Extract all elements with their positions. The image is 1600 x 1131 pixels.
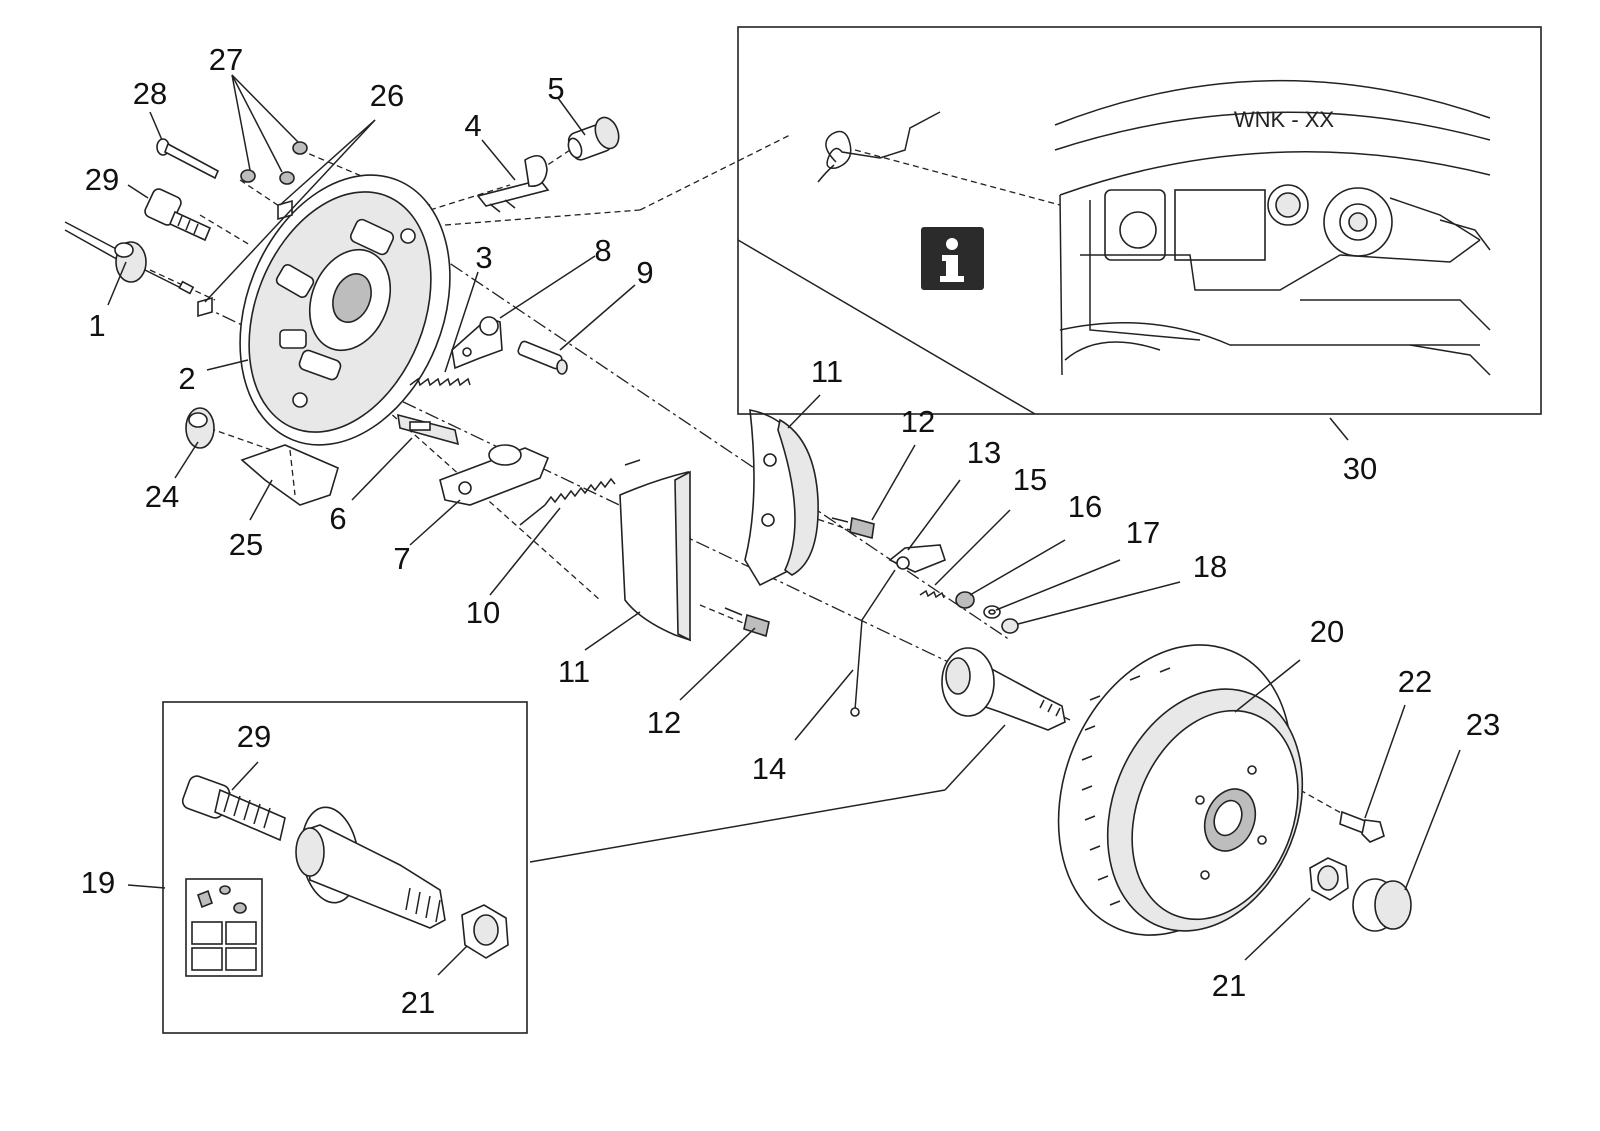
part-1-brake-cable bbox=[64, 221, 195, 295]
callout-2: 2 bbox=[178, 361, 195, 396]
callout-20: 20 bbox=[1310, 614, 1344, 649]
callout-16: 16 bbox=[1068, 489, 1102, 524]
callout-24: 24 bbox=[145, 479, 179, 514]
detail-stamp-text: WNK - XX bbox=[1234, 107, 1335, 132]
part-23-dust-cap bbox=[1352, 878, 1412, 932]
part-9-pin bbox=[517, 340, 568, 375]
callout-17: 17 bbox=[1126, 515, 1160, 550]
part-25-dust-cover bbox=[240, 444, 339, 506]
callout-12-bottom: 12 bbox=[647, 705, 681, 740]
brake-photo-detail bbox=[1054, 80, 1491, 376]
callout-19: 19 bbox=[81, 865, 115, 900]
part-7-lever-assembly bbox=[439, 444, 550, 506]
part-21-axle-nut bbox=[1309, 857, 1349, 901]
callout-9: 9 bbox=[636, 255, 653, 290]
part-10-return-spring bbox=[519, 459, 641, 526]
part-15-spring bbox=[919, 589, 945, 599]
part-13-handbrake-lever bbox=[888, 544, 946, 573]
callout-15: 15 bbox=[1013, 462, 1047, 497]
callout-labels: 1 2 3 4 5 6 7 8 9 10 11 11 12 12 13 14 1… bbox=[81, 42, 1500, 1020]
part-2-backing-plate bbox=[239, 174, 451, 446]
callout-26: 26 bbox=[370, 78, 404, 113]
part-14-lever-rod bbox=[850, 569, 896, 717]
part-22-wheel-bolt bbox=[1339, 810, 1385, 843]
callout-21-main: 21 bbox=[1212, 968, 1246, 1003]
callout-30: 30 bbox=[1343, 451, 1377, 486]
stub-axle-kit bbox=[181, 775, 509, 959]
callout-12-top: 12 bbox=[901, 404, 935, 439]
part-4-adjuster-clip bbox=[476, 154, 550, 213]
callout-8: 8 bbox=[594, 233, 611, 268]
torsion-spring-detail bbox=[817, 111, 1061, 206]
part-3-spring bbox=[409, 377, 471, 387]
callout-28: 28 bbox=[133, 76, 167, 111]
part-16-bushing bbox=[955, 591, 975, 609]
callout-11-bottom: 11 bbox=[558, 654, 590, 689]
callout-1: 1 bbox=[88, 308, 105, 343]
part-27-nuts bbox=[240, 141, 308, 185]
callout-4: 4 bbox=[464, 108, 481, 143]
info-icon bbox=[921, 227, 984, 290]
callout-18: 18 bbox=[1193, 549, 1227, 584]
callout-13: 13 bbox=[967, 435, 1001, 470]
part-11-brake-shoe-rear bbox=[744, 409, 819, 587]
part-24-pinion-gear bbox=[185, 407, 215, 449]
part-8-expander-lever bbox=[451, 316, 503, 370]
callout-27: 27 bbox=[209, 42, 243, 77]
callout-7: 7 bbox=[393, 541, 410, 576]
callout-29-main: 29 bbox=[85, 162, 119, 197]
callout-25: 25 bbox=[229, 527, 263, 562]
part-5-adjuster-screw bbox=[567, 116, 620, 161]
detail-inset-30: WNK - XX bbox=[737, 26, 1542, 415]
callout-29-inset: 29 bbox=[237, 719, 271, 754]
part-28-bolt bbox=[156, 138, 220, 180]
part-20-brake-drum bbox=[1057, 644, 1304, 936]
part-12-spring-bottom bbox=[724, 607, 770, 638]
stub-axle bbox=[941, 647, 1066, 731]
callout-22: 22 bbox=[1398, 664, 1432, 699]
callout-21-inset: 21 bbox=[401, 985, 435, 1020]
callout-11-top: 11 bbox=[811, 354, 843, 389]
part-12-spring-top bbox=[831, 516, 875, 540]
leader-lines bbox=[107, 74, 1461, 976]
callout-5: 5 bbox=[547, 71, 564, 106]
callout-3: 3 bbox=[475, 240, 492, 275]
part-29-stud-main bbox=[144, 188, 212, 242]
callout-6: 6 bbox=[329, 501, 346, 536]
part-11-brake-shoe-front bbox=[619, 470, 692, 642]
part-6-strut bbox=[397, 413, 460, 446]
callout-14: 14 bbox=[752, 751, 786, 786]
callout-23: 23 bbox=[1466, 707, 1500, 742]
part-17-washer bbox=[983, 605, 1001, 619]
kit-inset-19 bbox=[162, 701, 528, 1034]
callout-10: 10 bbox=[466, 595, 500, 630]
parts-kit-icon bbox=[185, 878, 263, 977]
part-18-nut bbox=[1001, 618, 1019, 634]
part-26-clips bbox=[197, 199, 293, 318]
